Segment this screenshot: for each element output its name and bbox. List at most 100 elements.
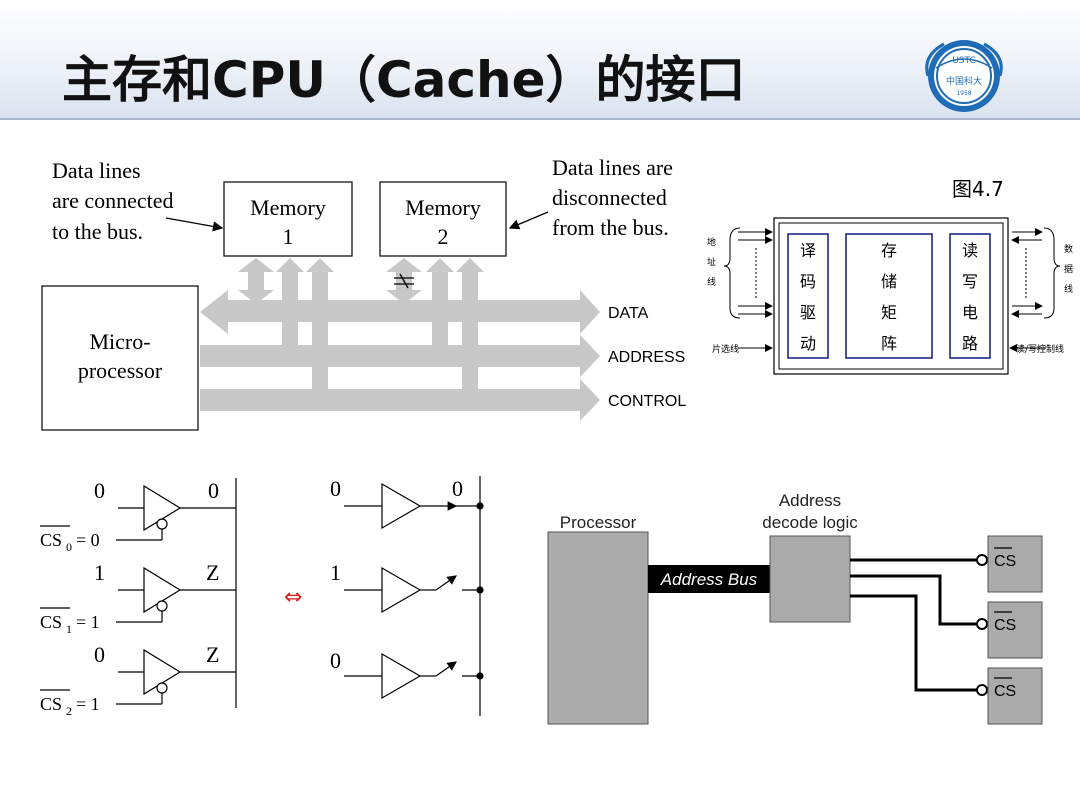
data-line-char-1: 数 — [1064, 243, 1073, 255]
cs0-subscript: 0 — [66, 540, 72, 554]
rw-control-label: 读/写控制线 — [1016, 343, 1064, 355]
chip-diagram: 图4.7 译 码 驱 动 存 储 矩 阵 读 写 电 路 — [707, 177, 1073, 375]
cs-line-1 — [850, 574, 980, 626]
col1-char-4: 动 — [800, 334, 816, 353]
note-left-1: Data lines — [52, 158, 141, 183]
tristate-output-1: Z — [206, 560, 219, 585]
data-bus — [200, 290, 600, 334]
note-left-arrow — [165, 217, 224, 232]
chip-0-cs: CS — [994, 553, 1016, 570]
tristate-input-0: 0 — [94, 478, 105, 503]
buffer-gate-1-enable — [156, 600, 168, 612]
switch-input-0: 0 — [330, 476, 341, 501]
cs1-label: CS — [40, 612, 62, 632]
control-bus — [200, 379, 600, 421]
storage-matrix-box — [845, 233, 933, 359]
address-bus — [200, 335, 600, 377]
microprocessor-label-1: Micro- — [89, 329, 150, 354]
decoder-driver-box — [787, 233, 829, 359]
data-line-char-3: 线 — [1064, 283, 1073, 295]
switch-buffer-2 — [381, 652, 422, 700]
bus-diagram: Memory 1 Memory 2 Micro- processor Data … — [41, 155, 686, 431]
switch-model-diagram — [344, 476, 484, 716]
microprocessor-box — [41, 285, 199, 431]
address-decoder-box — [769, 535, 851, 623]
bus-label-data: DATA — [608, 305, 649, 322]
memory-2-label: Memory — [405, 195, 481, 220]
processor-label: Processor — [560, 513, 637, 532]
col2-char-3: 矩 — [881, 303, 897, 322]
cs-line-2 — [850, 594, 980, 692]
cs0-value: = 0 — [76, 530, 100, 550]
switch-buffer-1 — [381, 566, 422, 614]
note-right-arrow — [508, 211, 549, 230]
ustc-logo: USTC 中国科大 1958 — [925, 40, 1003, 112]
tristate-output-0: 0 — [208, 478, 219, 503]
memory-1-box — [223, 181, 353, 257]
note-left-2: are connected — [52, 188, 174, 213]
col1-char-3: 驱 — [800, 303, 816, 322]
col3-char-3: 电 — [962, 303, 978, 322]
chip-select-label: 片选线 — [712, 343, 739, 355]
buffer-gate-2-enable — [156, 682, 168, 694]
data-line-char-2: 据 — [1064, 263, 1073, 275]
chip-0-box — [987, 535, 1043, 593]
note-left-3: to the bus. — [52, 219, 143, 244]
memory-2-box — [379, 181, 507, 257]
memory-2-number: 2 — [438, 224, 449, 249]
cs1-value: = 1 — [76, 612, 100, 632]
chip-2-box — [987, 667, 1043, 725]
address-bus-label: Address Bus — [660, 570, 758, 589]
switch-input-1: 1 — [330, 560, 341, 585]
col2-char-2: 储 — [881, 272, 897, 291]
col1-char-1: 译 — [800, 241, 816, 260]
read-write-box — [949, 233, 991, 359]
slide-title: 主存和CPU（Cache）的接口 — [62, 51, 746, 109]
equivalence-icon: ⇔ — [284, 585, 302, 610]
decode-diagram: Processor Address Bus Address decode log… — [547, 491, 1043, 725]
bus-bars — [200, 258, 600, 421]
decoder-label-1: Address — [779, 491, 841, 510]
note-right-3: from the bus. — [552, 215, 669, 240]
processor-box — [547, 531, 649, 725]
logo-top-text: USTC — [952, 56, 976, 66]
logo-bottom-text: 中国科大 — [946, 75, 982, 87]
addr-line-char-2: 址 — [707, 256, 716, 268]
memory-1-number: 1 — [283, 224, 294, 249]
col3-char-1: 读 — [962, 241, 978, 260]
microprocessor-label-2: processor — [78, 358, 163, 383]
cs2-label: CS — [40, 694, 62, 714]
buffer-gate-0-enable — [156, 518, 168, 530]
note-right-2: disconnected — [552, 185, 667, 210]
cs2-value: = 1 — [76, 694, 100, 714]
tristate-output-2: Z — [206, 642, 219, 667]
title-bar — [0, 0, 1080, 120]
col3-char-4: 路 — [962, 334, 978, 353]
logo-year: 1958 — [956, 90, 971, 97]
disconnect-switch-icon — [394, 273, 414, 289]
note-right-1: Data lines are — [552, 155, 673, 180]
tristate-input-2: 0 — [94, 642, 105, 667]
switch-input-2: 0 — [330, 648, 341, 673]
cs2-subscript: 2 — [66, 704, 72, 718]
figure-label: 图4.7 — [952, 177, 1004, 201]
addr-line-char-3: 线 — [707, 276, 716, 288]
title-divider — [0, 118, 1080, 120]
switch-output-0: 0 — [452, 476, 463, 501]
tristate-diagram — [40, 478, 237, 708]
bus-label-control: CONTROL — [608, 393, 686, 410]
cs0-label: CS — [40, 530, 62, 550]
tristate-input-1: 1 — [94, 560, 105, 585]
decoder-label-2: decode logic — [762, 513, 858, 532]
chip-1-box — [987, 601, 1043, 659]
mem1-data-link — [238, 258, 274, 304]
address-bus-bar — [648, 565, 770, 593]
switch-buffer-0 — [381, 482, 422, 530]
chip-2-cs: CS — [994, 683, 1016, 700]
chip-1-cs: CS — [994, 617, 1016, 634]
bus-label-address: ADDRESS — [608, 349, 685, 366]
col2-char-4: 阵 — [881, 334, 897, 353]
memory-1-label: Memory — [250, 195, 326, 220]
addr-line-char-1: 地 — [707, 236, 716, 248]
